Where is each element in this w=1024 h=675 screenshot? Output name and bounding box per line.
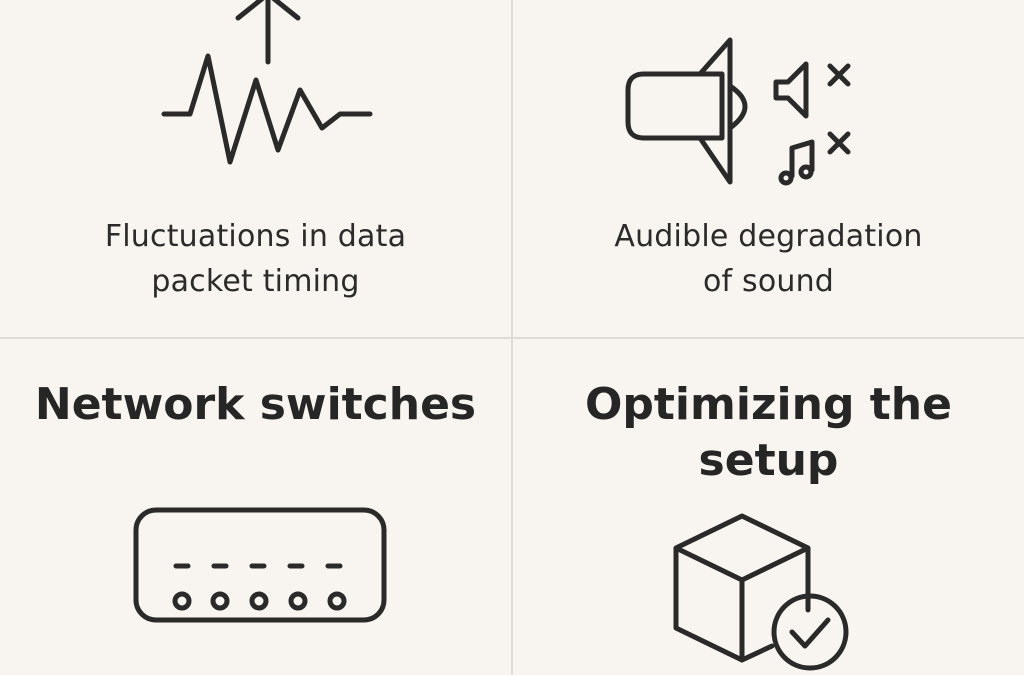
horizontal-divider [0, 337, 1024, 339]
caption-line: Audible degradation [614, 219, 923, 254]
panel-packet-timing: Fluctuations in data packet timing [0, 0, 511, 337]
heading-line: setup [698, 435, 839, 486]
muted-speaker-music-icon [625, 37, 851, 186]
panel-network-switches: Network switches [0, 339, 511, 675]
panel-sound-degradation: Audible degradation of sound [513, 0, 1024, 337]
panel-optimizing-setup: Optimizing the setup [513, 339, 1024, 675]
heading-line: Optimizing the [585, 379, 952, 430]
packet-timing-caption: Fluctuations in data packet timing [0, 214, 511, 304]
network-switch-icon [133, 507, 387, 623]
heading-line: Network switches [34, 379, 477, 430]
network-switches-heading: Network switches [0, 377, 511, 433]
optimizing-setup-heading: Optimizing the setup [513, 377, 1024, 489]
waveform-with-up-arrow-icon [161, 0, 373, 165]
caption-line: packet timing [151, 264, 360, 299]
caption-line: of sound [702, 264, 835, 299]
sound-degradation-caption: Audible degradation of sound [513, 214, 1024, 304]
caption-line: Fluctuations in data [104, 219, 407, 254]
cube-with-checkmark-icon [673, 513, 849, 671]
